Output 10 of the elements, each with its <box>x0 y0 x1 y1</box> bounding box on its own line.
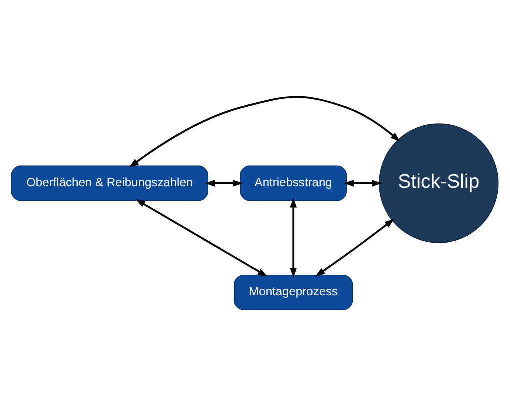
node-box: Montageprozess <box>234 274 354 310</box>
arrow <box>205 180 244 186</box>
arrow <box>315 218 395 276</box>
arrow <box>136 198 268 276</box>
arrow <box>290 197 298 278</box>
node-box: Antriebsstrang <box>240 165 348 201</box>
arrow <box>129 96 400 168</box>
node-circle: Stick-Slip <box>379 123 499 243</box>
arrow <box>344 180 382 186</box>
node-box: Oberflächen & Reibungszahlen <box>11 165 208 201</box>
